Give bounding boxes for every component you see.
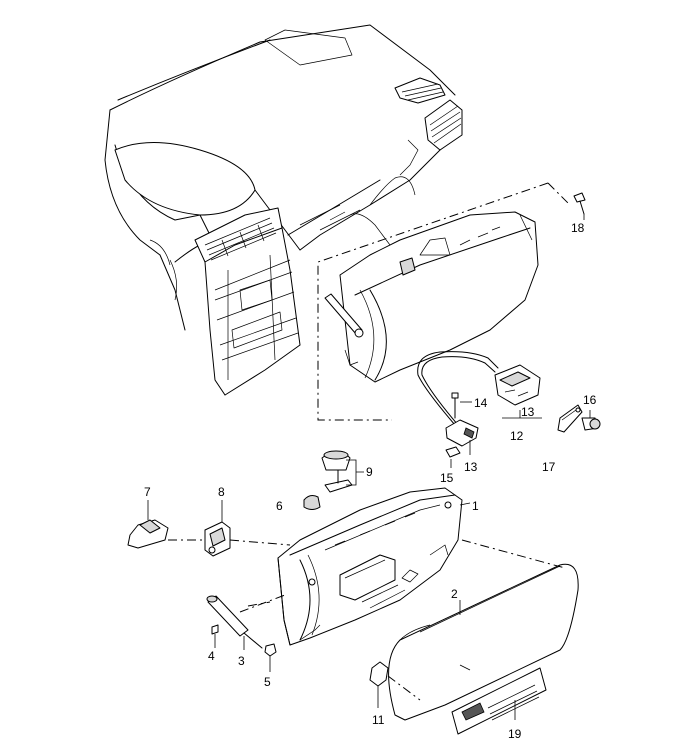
callout-3: 3: [238, 654, 245, 668]
callout-5: 5: [264, 675, 271, 689]
latch-parts: [127, 500, 291, 557]
callout-13-lower: 13: [464, 460, 478, 474]
callout-19: 19: [508, 727, 522, 741]
glovebox-body: [277, 487, 471, 646]
callout-4: 4: [208, 649, 215, 663]
stop-buffer-parts: [321, 450, 364, 493]
glovebox-lid: [369, 539, 579, 735]
callout-13-upper: 13: [521, 405, 535, 419]
callout-6: 6: [276, 499, 283, 513]
damper-and-clips: [206, 594, 286, 672]
callout-7: 7: [144, 485, 151, 499]
assembly-boundary-line: [317, 182, 549, 421]
switch-harness-assembly: [417, 351, 542, 468]
callout-16: 16: [583, 393, 597, 407]
callout-2: 2: [451, 587, 458, 601]
cover-plate-assembly: [557, 192, 601, 433]
callout-17: 17: [542, 460, 556, 474]
rubber-buffer: [303, 495, 321, 510]
leader-dash-18: [547, 182, 571, 206]
dashboard-assembly: [104, 24, 463, 396]
callout-14: 14: [474, 396, 488, 410]
callout-12: 12: [510, 429, 524, 443]
callout-18: 18: [571, 221, 585, 235]
glovebox-housing-assembly: [324, 211, 539, 383]
callout-15: 15: [440, 471, 454, 485]
callout-1: 1: [472, 499, 479, 513]
callout-9: 9: [366, 465, 373, 479]
callout-8: 8: [218, 485, 225, 499]
callout-11: 11: [372, 713, 385, 727]
